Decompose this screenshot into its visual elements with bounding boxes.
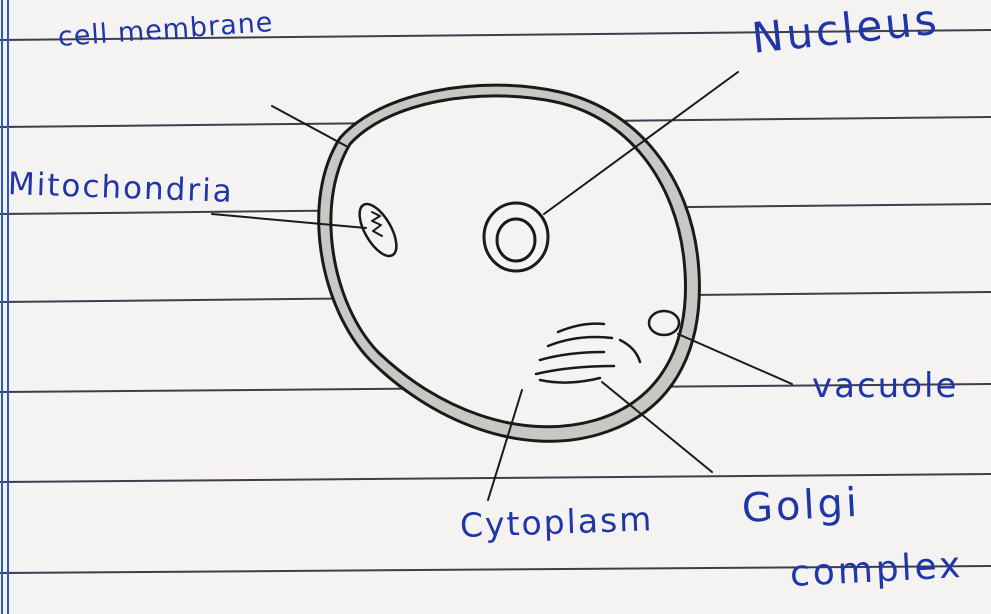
margin-lines (2, 0, 8, 614)
label-vacuole: vacuole (812, 366, 958, 406)
cell-membrane-inner (331, 96, 686, 427)
label-golgi: Golgi (741, 480, 861, 532)
label-cytoplasm: Cytoplasm (459, 499, 654, 545)
leader-line-cell-membrane (272, 106, 346, 146)
leader-line-vacuole (678, 334, 792, 384)
